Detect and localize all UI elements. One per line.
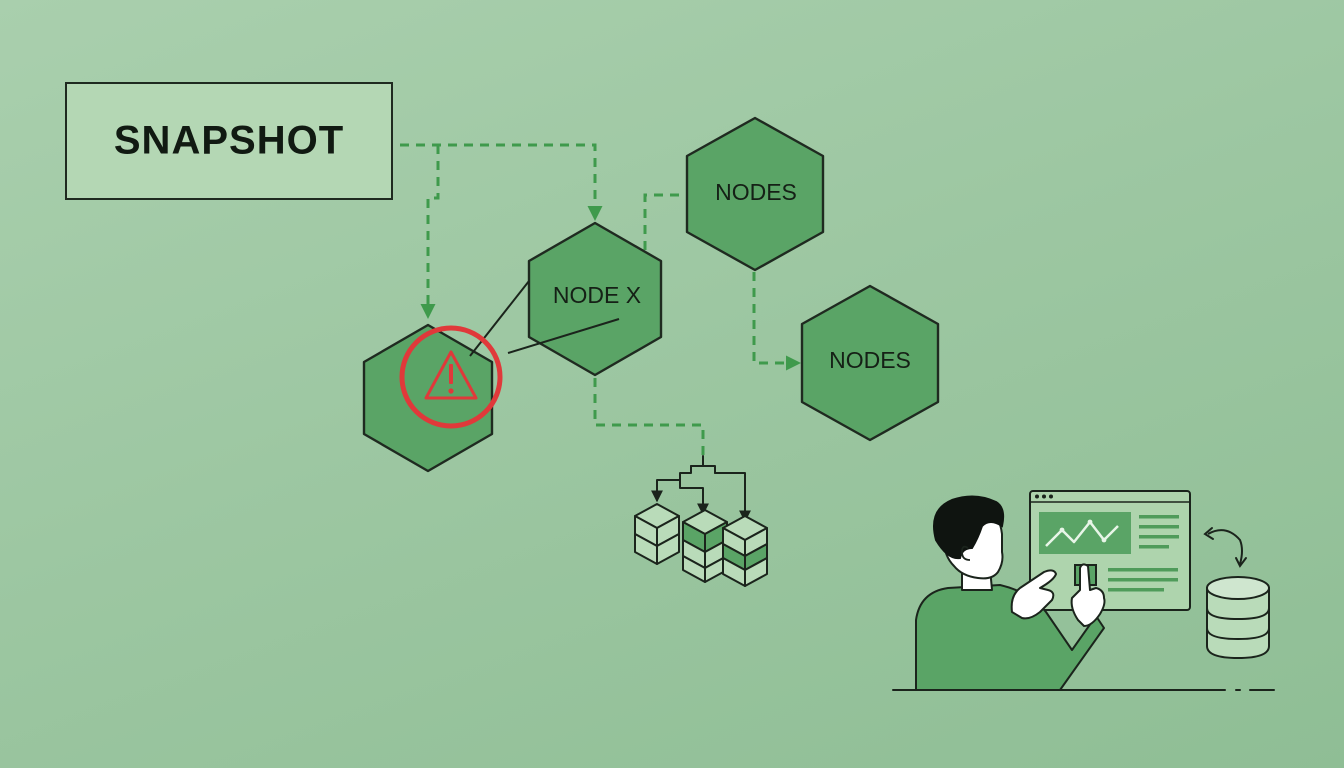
link-failed-node-to-node-x-lower — [507, 318, 620, 354]
connectors — [400, 143, 801, 456]
sync-arrow-icon — [1203, 527, 1247, 568]
connector-node-x-to-storage — [593, 378, 705, 456]
connector-snapshot-to-node-x — [400, 143, 603, 221]
nodes-lower: NODES — [800, 284, 940, 442]
nodes-top-label: NODES — [715, 179, 797, 205]
connector-nodes-top-to-nodes-lower — [752, 272, 801, 371]
connector-node-x-to-nodes-top — [643, 193, 688, 250]
link-failed-node-to-node-x-upper — [469, 280, 530, 357]
node-x-label: NODE X — [553, 282, 641, 308]
connector-snapshot-to-failed-node — [420, 145, 440, 319]
stacked-storage-icon — [634, 455, 768, 587]
dashboard-screen-icon — [1029, 490, 1191, 611]
snapshot-label: SNAPSHOT — [114, 119, 344, 163]
node-x: NODE X — [527, 221, 663, 377]
warning-triangle-icon — [399, 325, 503, 429]
person-illustration — [892, 490, 1275, 691]
database-icon — [1206, 576, 1270, 660]
snapshot-box: SNAPSHOT — [65, 82, 393, 200]
nodes-lower-label: NODES — [829, 347, 911, 373]
nodes-top: NODES — [685, 116, 825, 272]
